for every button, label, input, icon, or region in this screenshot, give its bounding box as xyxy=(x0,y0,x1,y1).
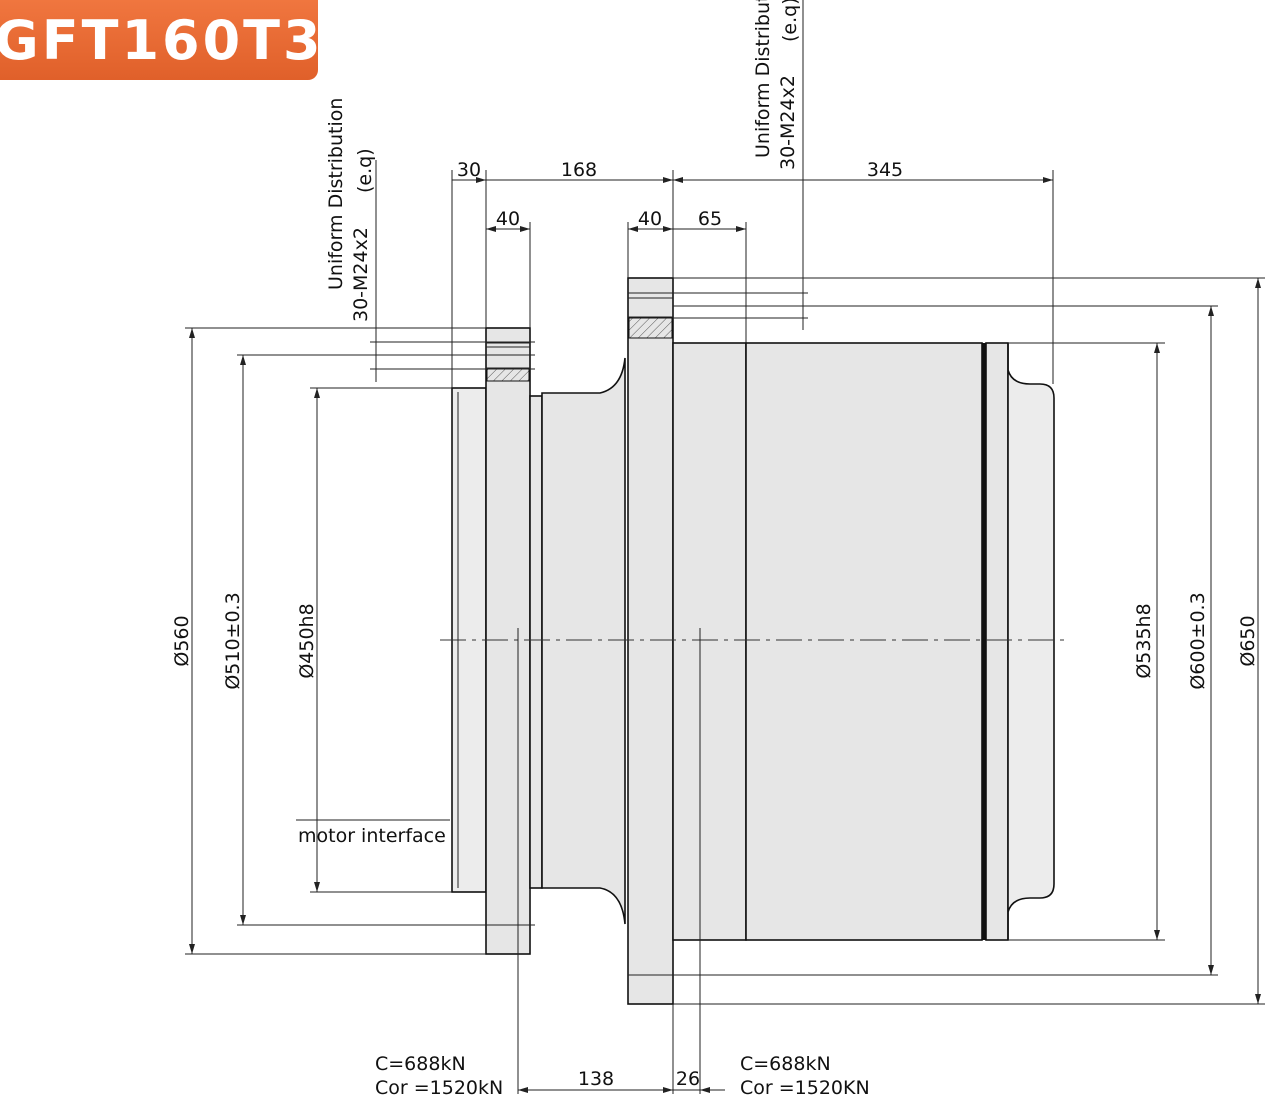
dim-138: 138 xyxy=(578,1068,614,1090)
dimension-lines xyxy=(191,0,1259,1091)
right-note-line1: Uniform Distributi xyxy=(752,0,774,158)
left-load-cor: Cor =1520kN xyxy=(375,1077,503,1097)
left-note-line2: 30-M24x2 xyxy=(350,227,372,322)
dia-560: Ø560 xyxy=(171,615,193,666)
gearbox-body xyxy=(440,277,1065,1005)
middle-housing xyxy=(541,357,626,925)
housing-ring xyxy=(672,342,747,941)
end-cover xyxy=(1007,343,1055,940)
dia-450: Ø450h8 xyxy=(296,603,318,678)
right-load-c: C=688kN xyxy=(740,1053,831,1075)
motor-interface-label: motor interface xyxy=(298,825,446,847)
dia-535: Ø535h8 xyxy=(1133,603,1155,678)
extension-lines xyxy=(185,170,1265,1094)
dim-40-right: 40 xyxy=(638,208,662,230)
dim-345: 345 xyxy=(867,159,903,181)
left-note-line3: (e.q) xyxy=(354,148,376,193)
main-drum xyxy=(745,342,983,941)
dia-600: Ø600±0.3 xyxy=(1187,592,1209,689)
left-load-c: C=688kN xyxy=(375,1053,466,1075)
dia-650: Ø650 xyxy=(1237,615,1259,666)
dim-65: 65 xyxy=(698,208,722,230)
right-note-line3: (e.q) xyxy=(779,0,801,42)
arrow-heads xyxy=(189,177,1261,1093)
dim-30: 30 xyxy=(457,159,481,181)
model-badge: GFT160T3 xyxy=(0,0,321,80)
right-load-cor: Cor =1520KN xyxy=(740,1077,870,1097)
model-title: GFT160T3 xyxy=(0,8,324,72)
dim-26: 26 xyxy=(676,1068,700,1090)
dim-168: 168 xyxy=(561,159,597,181)
dia-510: Ø510±0.3 xyxy=(222,592,244,689)
right-flange xyxy=(627,277,674,1005)
left-flange xyxy=(485,327,531,955)
dim-40-left: 40 xyxy=(496,208,520,230)
left-note-line1: Uniform Distribution xyxy=(325,98,347,290)
right-note-line2: 30-M24x2 xyxy=(777,75,799,170)
